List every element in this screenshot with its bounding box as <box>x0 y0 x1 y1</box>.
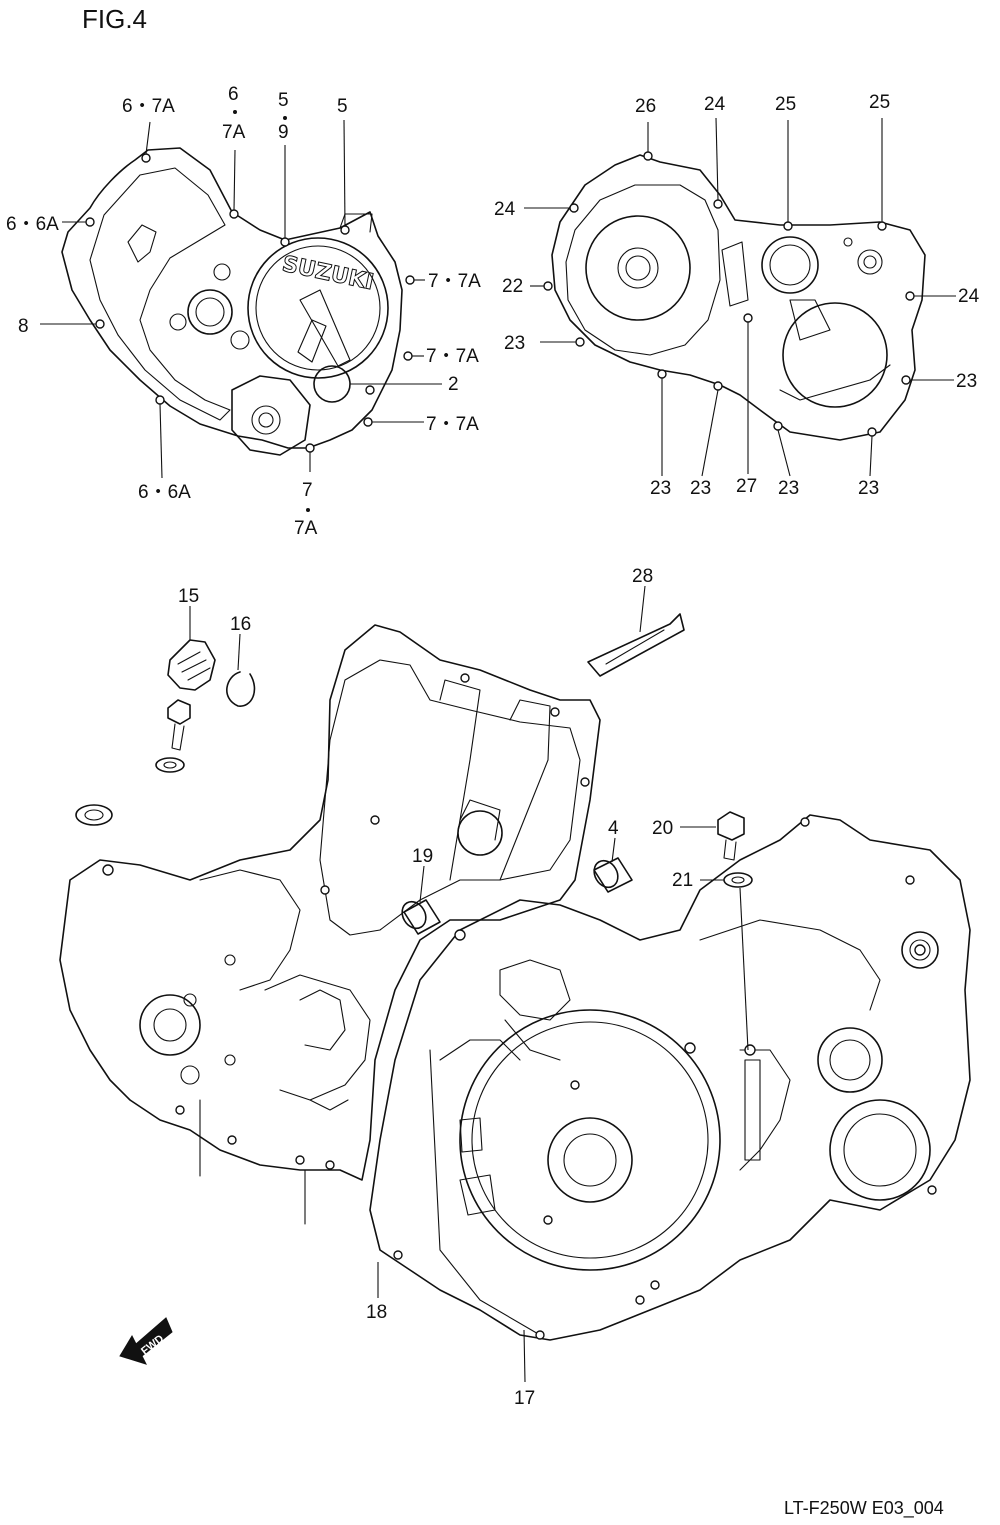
callout-16: 16 <box>230 614 251 635</box>
callout-23-right: 23 <box>956 371 977 392</box>
callout-23-left: 23 <box>504 333 525 354</box>
callout-7-7a-a: 7・7A <box>428 271 481 292</box>
right-crankcase-cover <box>543 151 926 441</box>
callout-21: 21 <box>672 870 693 891</box>
callout-19: 19 <box>412 846 433 867</box>
callout-23-b4: 23 <box>858 478 879 499</box>
callout-20: 20 <box>652 818 673 839</box>
callout-17: 17 <box>514 1388 535 1409</box>
callout-23-b3: 23 <box>778 478 799 499</box>
callout-24-right: 24 <box>958 286 980 307</box>
left-cover-callouts: 6・7A 6 7A 5 9 5 6・6A 8 7・7A 7・7A 2 7・7A … <box>6 84 481 539</box>
callout-5-a: 5 <box>278 90 289 111</box>
callout-9: 9 <box>278 122 289 143</box>
callout-6-6a-bottom: 6・6A <box>138 482 191 503</box>
lower-callouts: 28 15 16 4 20 19 21 18 17 <box>178 566 693 1409</box>
callout-4: 4 <box>608 818 619 839</box>
callout-26: 26 <box>635 96 656 117</box>
callout-22: 22 <box>502 276 523 297</box>
callout-6: 6 <box>228 84 239 105</box>
callout-2: 2 <box>448 374 459 395</box>
suzuki-logo: SUZUKI <box>280 252 376 296</box>
forward-direction-arrow: FWD <box>119 1317 173 1365</box>
figure-title: FIG.4 <box>82 4 147 34</box>
left-cover-leaders <box>40 119 442 479</box>
callout-7a: 7A <box>222 122 246 143</box>
callout-15: 15 <box>178 586 199 607</box>
callout-24-left: 24 <box>494 199 516 220</box>
right-cover-leaders <box>524 117 956 477</box>
hardware-parts <box>75 613 753 935</box>
crankcase-assembly <box>59 624 971 1341</box>
right-cover-callouts: 26 24 25 25 24 22 24 23 23 23 23 27 23 2… <box>494 92 980 499</box>
callout-6-6a-left: 6・6A <box>6 214 59 235</box>
callout-6-7a-top: 6・7A <box>122 96 175 117</box>
callout-28: 28 <box>632 566 653 587</box>
lower-leaders <box>189 585 749 1383</box>
callout-23-b2: 23 <box>690 478 711 499</box>
callout-7: 7 <box>302 480 313 501</box>
callout-7-7a-c: 7・7A <box>426 414 479 435</box>
callout-5-b: 5 <box>337 96 348 117</box>
callout-24-top: 24 <box>704 94 726 115</box>
callout-7a-bottom: 7A <box>294 518 318 539</box>
callout-25-b: 25 <box>869 92 890 113</box>
callout-18: 18 <box>366 1302 387 1323</box>
callout-27: 27 <box>736 476 757 497</box>
callout-7-7a-b: 7・7A <box>426 346 479 367</box>
callout-8: 8 <box>18 316 29 337</box>
callout-25-a: 25 <box>775 94 796 115</box>
diagram-code: LT-F250W E03_004 <box>784 1498 944 1519</box>
left-crankcase-cover: SUZUKI <box>61 147 415 456</box>
callout-23-b1: 23 <box>650 478 671 499</box>
